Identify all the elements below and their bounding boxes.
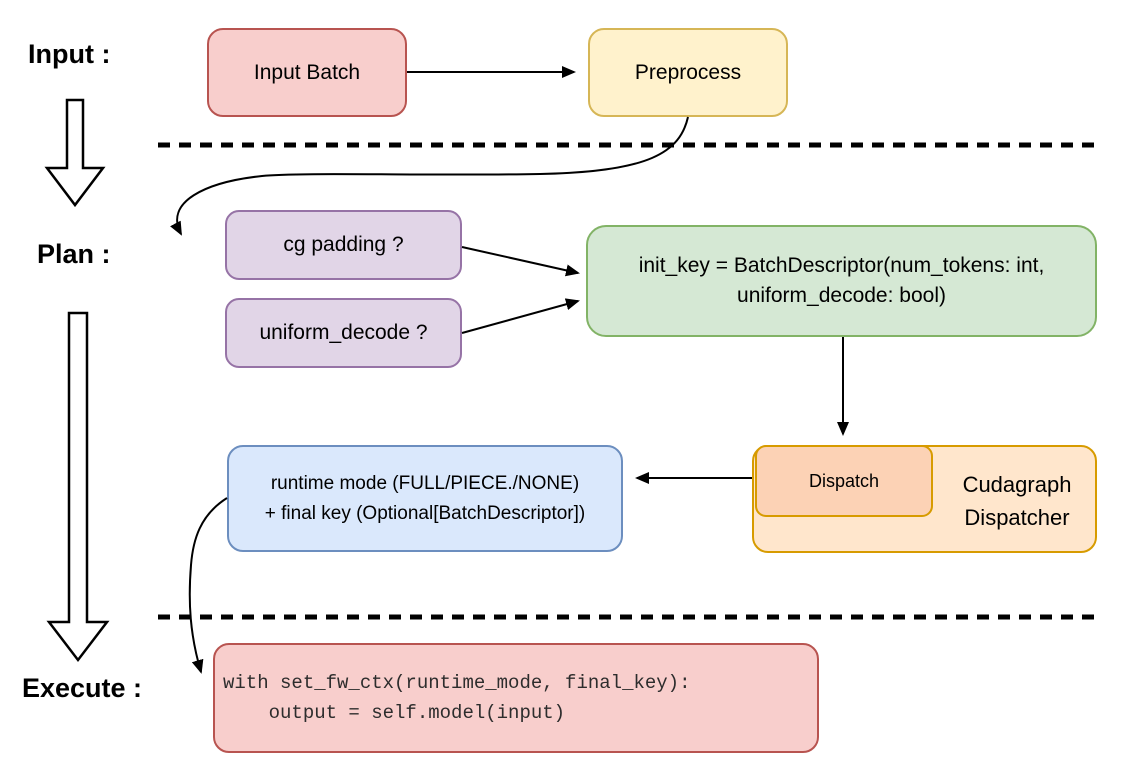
- hollow-arrow-plan-to-execute: [46, 311, 110, 663]
- node-runtime-mode: runtime mode (FULL/PIECE./NONE) + final …: [227, 445, 623, 552]
- node-input-batch: Input Batch: [207, 28, 407, 117]
- node-cg-padding: cg padding ?: [225, 210, 462, 280]
- stage-label-input: Input :: [28, 39, 111, 69]
- node-input-batch-label: Input Batch: [253, 60, 361, 84]
- node-cg-padding-label: cg padding ?: [283, 233, 404, 256]
- execute-code-line2: output = self.model(input): [223, 702, 566, 724]
- node-uniform-decode: uniform_decode ?: [225, 298, 462, 368]
- node-init-key: init_key = BatchDescriptor(num_tokens: i…: [586, 225, 1097, 337]
- node-cudagraph-dispatcher-label: Cudagraph Dispatcher: [935, 447, 1099, 555]
- execute-code-line1: with set_fw_ctx(runtime_mode, final_key)…: [223, 672, 691, 694]
- hollow-arrow-input-to-plan: [44, 98, 106, 208]
- node-init-key-line1: init_key = BatchDescriptor(num_tokens: i…: [638, 254, 1045, 277]
- node-execute-code: with set_fw_ctx(runtime_mode, final_key)…: [213, 643, 819, 753]
- stage-label-execute: Execute :: [22, 673, 143, 703]
- node-cudagraph-dispatcher-line1: Cudagraph: [962, 472, 1072, 497]
- node-preprocess-label: Preprocess: [634, 60, 742, 84]
- node-init-key-line2: uniform_decode: bool): [737, 284, 946, 307]
- node-preprocess: Preprocess: [588, 28, 788, 117]
- node-dispatch: Dispatch: [755, 445, 933, 517]
- stage-label-plan: Plan :: [37, 239, 111, 269]
- arrow-cgpadding-to-initkey: [461, 246, 580, 277]
- node-uniform-decode-label: uniform_decode ?: [259, 321, 428, 344]
- node-dispatch-label: Dispatch: [808, 471, 880, 491]
- node-runtime-mode-line2: + final key (Optional[BatchDescriptor]): [264, 502, 586, 524]
- node-cudagraph-dispatcher-line2: Dispatcher: [964, 505, 1070, 530]
- arrow-uniformdecode-to-initkey: [461, 298, 580, 334]
- node-runtime-mode-line1: runtime mode (FULL/PIECE./NONE): [270, 472, 580, 494]
